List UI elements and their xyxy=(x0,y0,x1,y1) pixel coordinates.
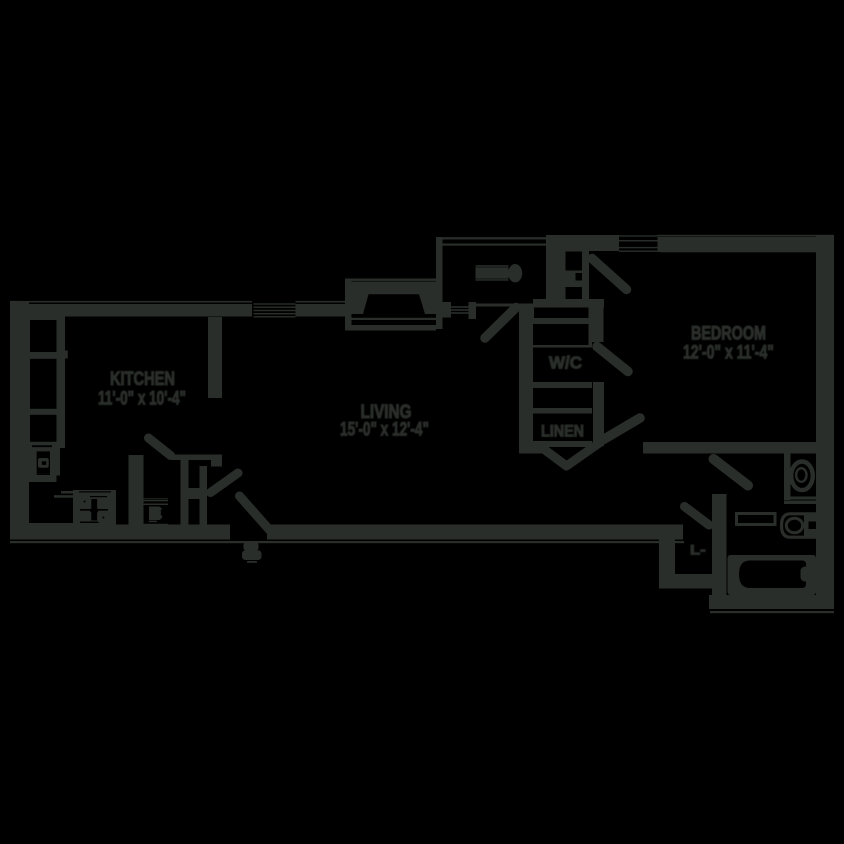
svg-text:11'-0" x 10'-4": 11'-0" x 10'-4" xyxy=(98,388,186,409)
svg-text:12'-0" x 11'-4": 12'-0" x 11'-4" xyxy=(683,341,774,363)
svg-text:LIVING: LIVING xyxy=(361,400,412,422)
svg-text:BEDROOM: BEDROOM xyxy=(691,322,766,343)
svg-text:L-: L- xyxy=(690,543,706,559)
svg-text:15'-0" x 12'-4": 15'-0" x 12'-4" xyxy=(340,418,429,440)
svg-text:W/C: W/C xyxy=(549,352,582,373)
svg-text:KITCHEN: KITCHEN xyxy=(110,368,175,389)
svg-text:LINEN: LINEN xyxy=(541,423,584,441)
